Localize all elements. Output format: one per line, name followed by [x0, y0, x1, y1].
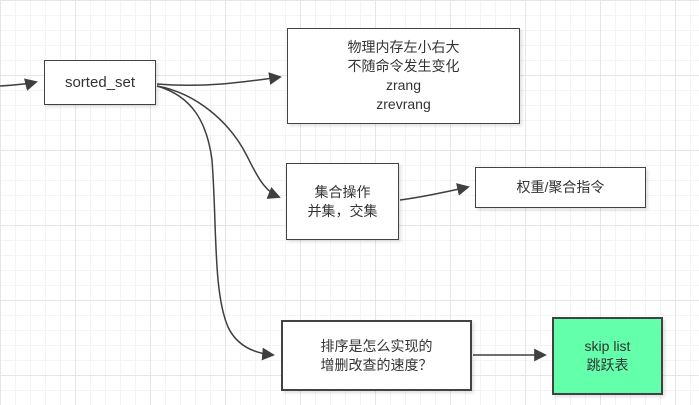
node-set-operations[interactable]: 集合操作 并集，交集	[286, 163, 399, 240]
node-label: 权重/聚合指令	[516, 179, 605, 195]
node-skip-list[interactable]: skip list 跳跃表	[552, 317, 663, 395]
connector-sorted-set-to-sort-implementation[interactable]	[156, 85, 275, 361]
connector-set-operations-to-weight-aggregate[interactable]	[399, 183, 470, 201]
node-label-line: 排序是怎么实现的	[320, 337, 433, 354]
node-label-line: 集合操作	[314, 183, 371, 200]
node-label-line: 不随命令发生变化	[347, 58, 460, 74]
node-label-line: 并集，交集	[307, 202, 378, 219]
node-sort-implementation[interactable]: 排序是怎么实现的 增删改查的速度？	[281, 320, 472, 391]
node-label-line: zrevrang	[376, 96, 431, 112]
node-label-line: skip list	[584, 338, 631, 354]
node-label-line: 增删改查的速度？	[320, 356, 433, 373]
connector-sorted-set-to-physical-memory[interactable]	[156, 72, 282, 87]
connector-entry-to-sorted-set[interactable]	[0, 78, 38, 91]
connector-sorted-set-to-set-operations[interactable]	[156, 85, 281, 199]
node-label: sorted_set	[64, 74, 136, 91]
node-weight-aggregate[interactable]: 权重/聚合指令	[475, 167, 646, 208]
node-label-line: 物理内存左小右大	[347, 39, 460, 55]
node-label-line: 跳跃表	[586, 357, 629, 373]
node-physical-memory[interactable]: 物理内存左小右大 不随命令发生变化 zrang zrevrang	[287, 28, 520, 124]
node-sorted-set[interactable]: sorted_set	[44, 60, 156, 105]
node-label-line: zrang	[385, 77, 422, 93]
